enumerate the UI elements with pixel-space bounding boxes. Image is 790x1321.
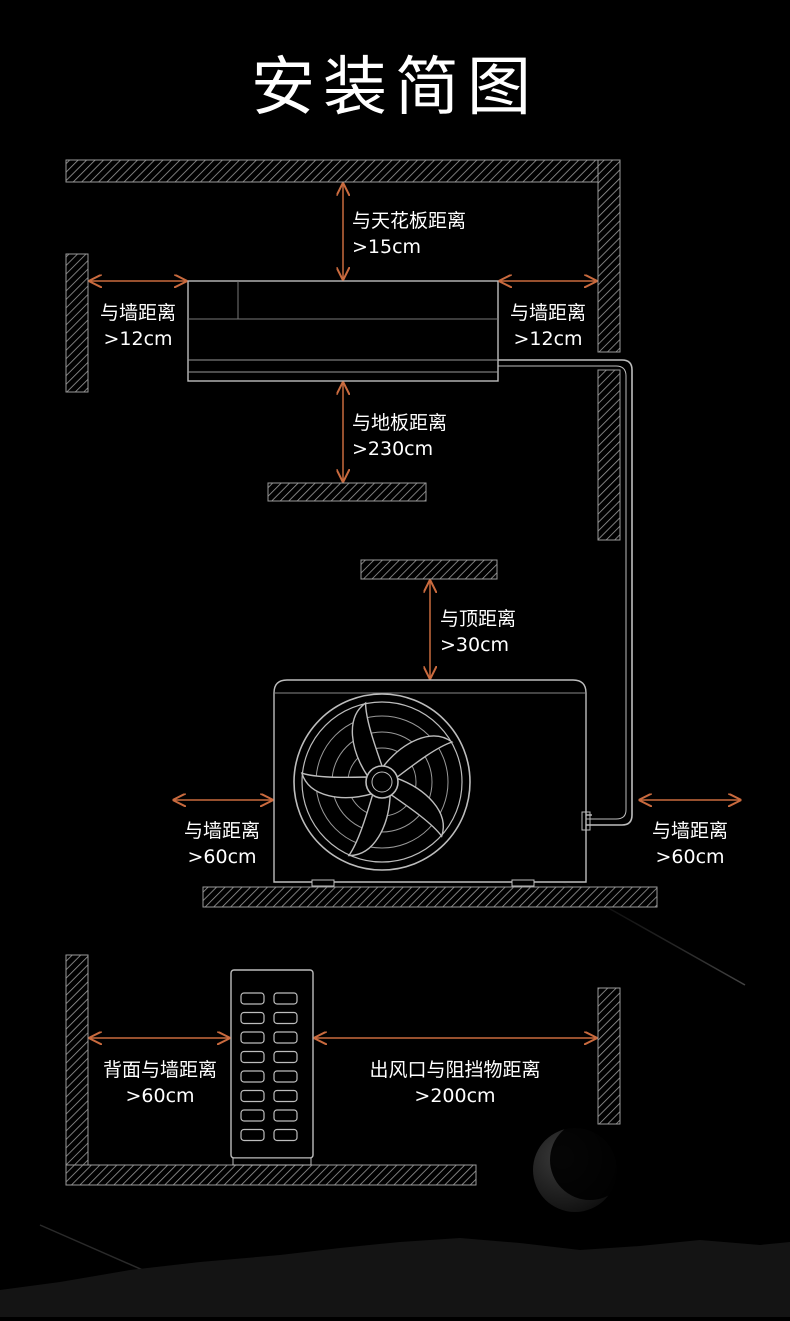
fan-icon: [293, 693, 471, 871]
outdoor-top-text: 与顶距离: [440, 608, 517, 630]
outdoor-left-label: 与墙距离 >60cm: [170, 818, 274, 870]
vent-slot: [273, 992, 298, 1005]
vent-slot: [240, 1050, 265, 1064]
background-decoration: [0, 829, 790, 1318]
vent-slot: [273, 1050, 298, 1064]
refrigerant-pipe: [498, 359, 633, 826]
outdoor-top-label: 与顶距离 >30cm: [440, 606, 516, 658]
indoor-left-text: 与墙距离: [99, 302, 176, 324]
vent-slot: [273, 1011, 298, 1025]
indoor-left-label: 与墙距离 >12cm: [90, 300, 186, 352]
vent-slot: [273, 1109, 298, 1122]
page-title: 安装简图: [251, 51, 539, 125]
vent-slot: [240, 1070, 265, 1083]
mountain-silhouette: [0, 1238, 790, 1317]
indoor-unit: [187, 280, 499, 382]
outdoor-right-value: >60cm: [655, 846, 725, 868]
indoor-right-label: 与墙距离 >12cm: [500, 300, 596, 352]
ceiling-label-text: 与天花板距离: [352, 210, 467, 232]
outdoor-ground: [202, 886, 658, 908]
indoor-right-value: >12cm: [513, 328, 583, 350]
top-obstacle: [360, 559, 498, 580]
indoor-left-value: >12cm: [103, 328, 173, 350]
floor-label-text: 与地板距离: [352, 412, 448, 434]
vent-slot: [273, 1128, 298, 1142]
ceiling-wall: [65, 159, 621, 353]
vent-slot: [240, 1109, 265, 1122]
ceiling-label-value: >15cm: [352, 236, 422, 258]
vent-slot: [273, 1031, 298, 1044]
vent-slot: [240, 1089, 265, 1103]
floor-distance-label: 与地板距离 >230cm: [352, 410, 447, 462]
right-wall-lower: [597, 369, 621, 541]
outdoor-left-text: 与墙距离: [183, 820, 260, 842]
outlet-value: >200cm: [414, 1085, 496, 1107]
vent-slot: [240, 1031, 265, 1044]
floor-label-value: >230cm: [352, 438, 434, 460]
back-wall-text: 背面与墙距离: [102, 1059, 217, 1081]
outlet-label: 出风口与阻挡物距离 >200cm: [340, 1057, 570, 1109]
vent-slot: [273, 1089, 298, 1103]
left-wall-indoor: [65, 253, 89, 393]
outdoor-top-value: >30cm: [440, 634, 510, 656]
ceiling-distance-label: 与天花板距离 >15cm: [352, 208, 466, 260]
outdoor-right-text: 与墙距离: [651, 820, 728, 842]
back-wall-label: 背面与墙距离 >60cm: [90, 1057, 230, 1109]
back-wall-value: >60cm: [125, 1085, 195, 1107]
indoor-right-text: 与墙距离: [509, 302, 586, 324]
vent-slot: [240, 992, 265, 1005]
outdoor-unit: [273, 679, 592, 887]
outdoor-left-value: >60cm: [187, 846, 257, 868]
vent-slot: [273, 1070, 298, 1083]
outdoor-right-label: 与墙距离 >60cm: [638, 818, 742, 870]
vent-slot: [240, 1128, 265, 1142]
vent-slot: [240, 1011, 265, 1025]
outdoor-unit-side-view: [230, 969, 314, 1166]
side-walls: [65, 954, 621, 1186]
floor-mark: [267, 482, 427, 502]
outlet-text: 出风口与阻挡物距离: [369, 1059, 541, 1081]
